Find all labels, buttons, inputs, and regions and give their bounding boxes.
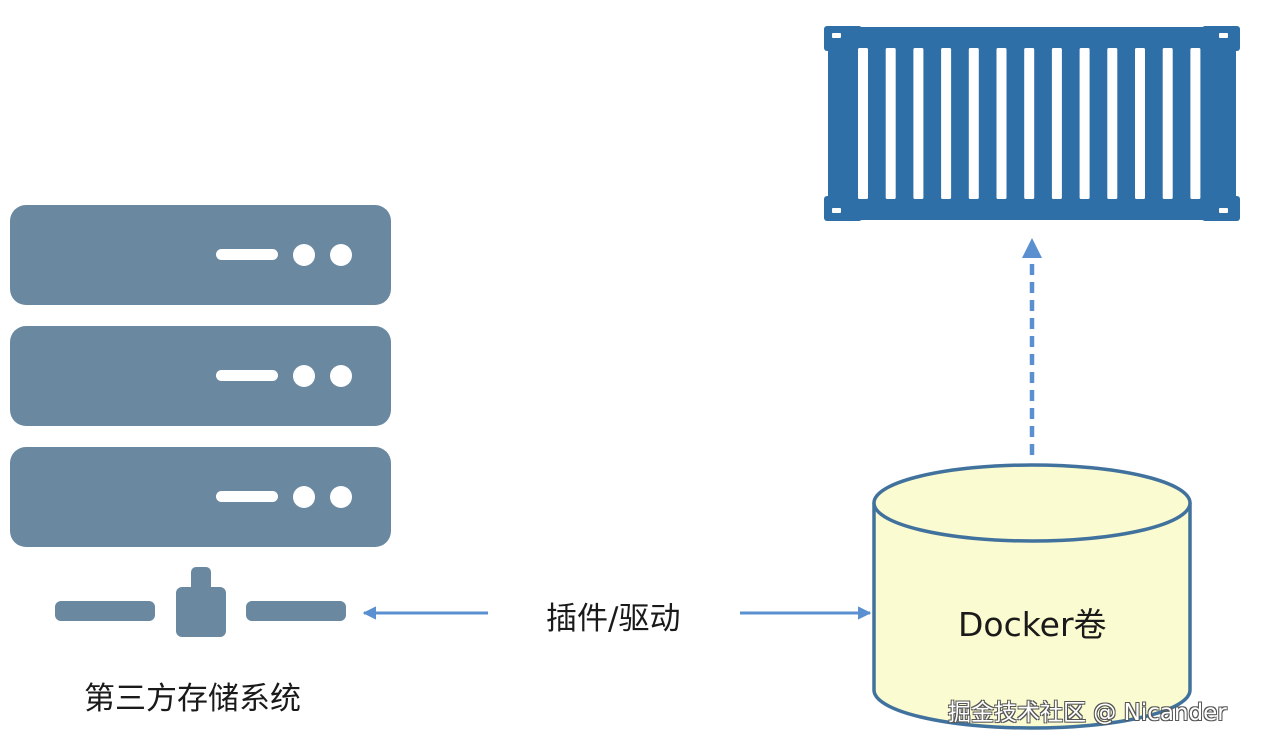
- container-slat: [1024, 48, 1035, 199]
- server-led-icon: [330, 244, 352, 266]
- container-slat: [1051, 48, 1062, 199]
- network-connector-icon: [55, 567, 346, 637]
- server-led-icon: [330, 486, 352, 508]
- server-led-icon: [330, 365, 352, 387]
- server-slot-icon: [216, 491, 278, 502]
- server-led-icon: [293, 365, 315, 387]
- server-slot-icon: [216, 370, 278, 381]
- server-slot-icon: [216, 249, 278, 260]
- server-led-icon: [293, 486, 315, 508]
- container-slat: [996, 48, 1007, 199]
- storage-system-label: 第三方存储系统: [84, 681, 301, 717]
- server-unit: [10, 447, 391, 547]
- container-slat: [968, 48, 979, 199]
- container-slat: [941, 48, 952, 199]
- server-led-icon: [293, 244, 315, 266]
- container-slat: [1162, 48, 1173, 199]
- container-slat: [1190, 48, 1201, 199]
- container-slat: [858, 48, 868, 199]
- docker-volume-label: Docker卷: [958, 605, 1107, 644]
- server-unit: [10, 326, 391, 426]
- container-slat: [885, 48, 896, 199]
- server-unit: [10, 205, 391, 305]
- server-stack-icon: [10, 205, 391, 547]
- plugin-driver-label: 插件/驱动: [546, 601, 681, 637]
- container-slat: [913, 48, 924, 199]
- container-slat: [1107, 48, 1118, 199]
- shipping-container-icon: [824, 26, 1240, 221]
- cylinder-icon: [872, 463, 1192, 730]
- container-slat: [1079, 48, 1090, 199]
- watermark: 掘金技术社区 @ Nicander: [948, 700, 1227, 726]
- container-slat: [1135, 48, 1145, 199]
